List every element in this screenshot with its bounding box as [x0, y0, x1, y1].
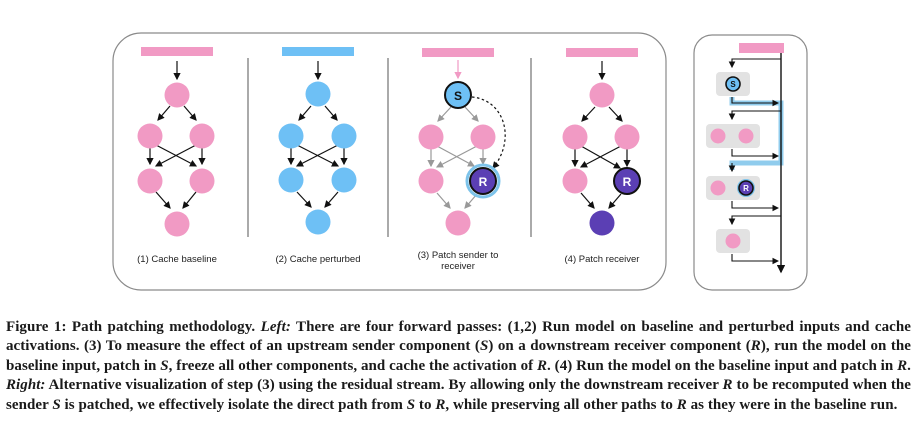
panel-cache-baseline: (1) Cache baseline [137, 47, 217, 265]
receiver-highlight [465, 163, 501, 199]
node [614, 124, 640, 150]
sender-node [444, 81, 472, 109]
node [305, 209, 331, 235]
panel-label: receiver [441, 261, 475, 272]
svg-text:R: R [479, 175, 488, 189]
svg-text:S: S [454, 89, 462, 103]
node [305, 81, 331, 107]
panel-label: (3) Patch sender to [418, 250, 499, 261]
panel-patch-sender: S R (3) Patch sender to receiver [418, 48, 506, 272]
node [331, 123, 357, 149]
node [189, 123, 215, 149]
node [470, 124, 496, 150]
input-bar [566, 48, 638, 57]
sender-node [725, 76, 741, 92]
node [331, 167, 357, 193]
svg-text:R: R [623, 175, 632, 189]
node [589, 82, 615, 108]
node [725, 233, 741, 249]
node [164, 211, 190, 237]
node [562, 168, 588, 194]
node [278, 167, 304, 193]
node [137, 123, 163, 149]
node [137, 168, 163, 194]
residual-stream-panel: S R [693, 34, 808, 291]
input-bar [422, 48, 494, 57]
panel-patch-receiver: R (4) Patch receiver [562, 48, 641, 265]
node [189, 168, 215, 194]
node [418, 124, 444, 150]
panel-label: (4) Patch receiver [565, 254, 640, 265]
svg-text:S: S [730, 80, 736, 89]
svg-text:R: R [743, 184, 749, 193]
panel-label: (1) Cache baseline [137, 254, 217, 265]
receiver-node [613, 167, 641, 195]
receiver-node [469, 167, 497, 195]
node [738, 128, 754, 144]
panel-label: (2) Cache perturbed [275, 254, 360, 265]
panel-cache-perturbed: (2) Cache perturbed [275, 47, 361, 265]
input-bar [739, 43, 784, 53]
node [418, 168, 444, 194]
input-bar [282, 47, 354, 56]
input-bar [141, 47, 213, 56]
node [562, 124, 588, 150]
patch-path [471, 96, 506, 169]
node [710, 180, 726, 196]
output-node [589, 210, 615, 236]
node [164, 82, 190, 108]
node [445, 210, 471, 236]
path-patching-diagram: (1) Cache baseline (2) Cache perturbed [112, 32, 808, 291]
receiver-node [738, 180, 754, 196]
right-panel-frame [693, 34, 808, 291]
figure-caption: Figure 1: Path patching methodology. Lef… [6, 319, 912, 413]
node [278, 123, 304, 149]
node [710, 128, 726, 144]
left-panel-frame [112, 32, 667, 291]
